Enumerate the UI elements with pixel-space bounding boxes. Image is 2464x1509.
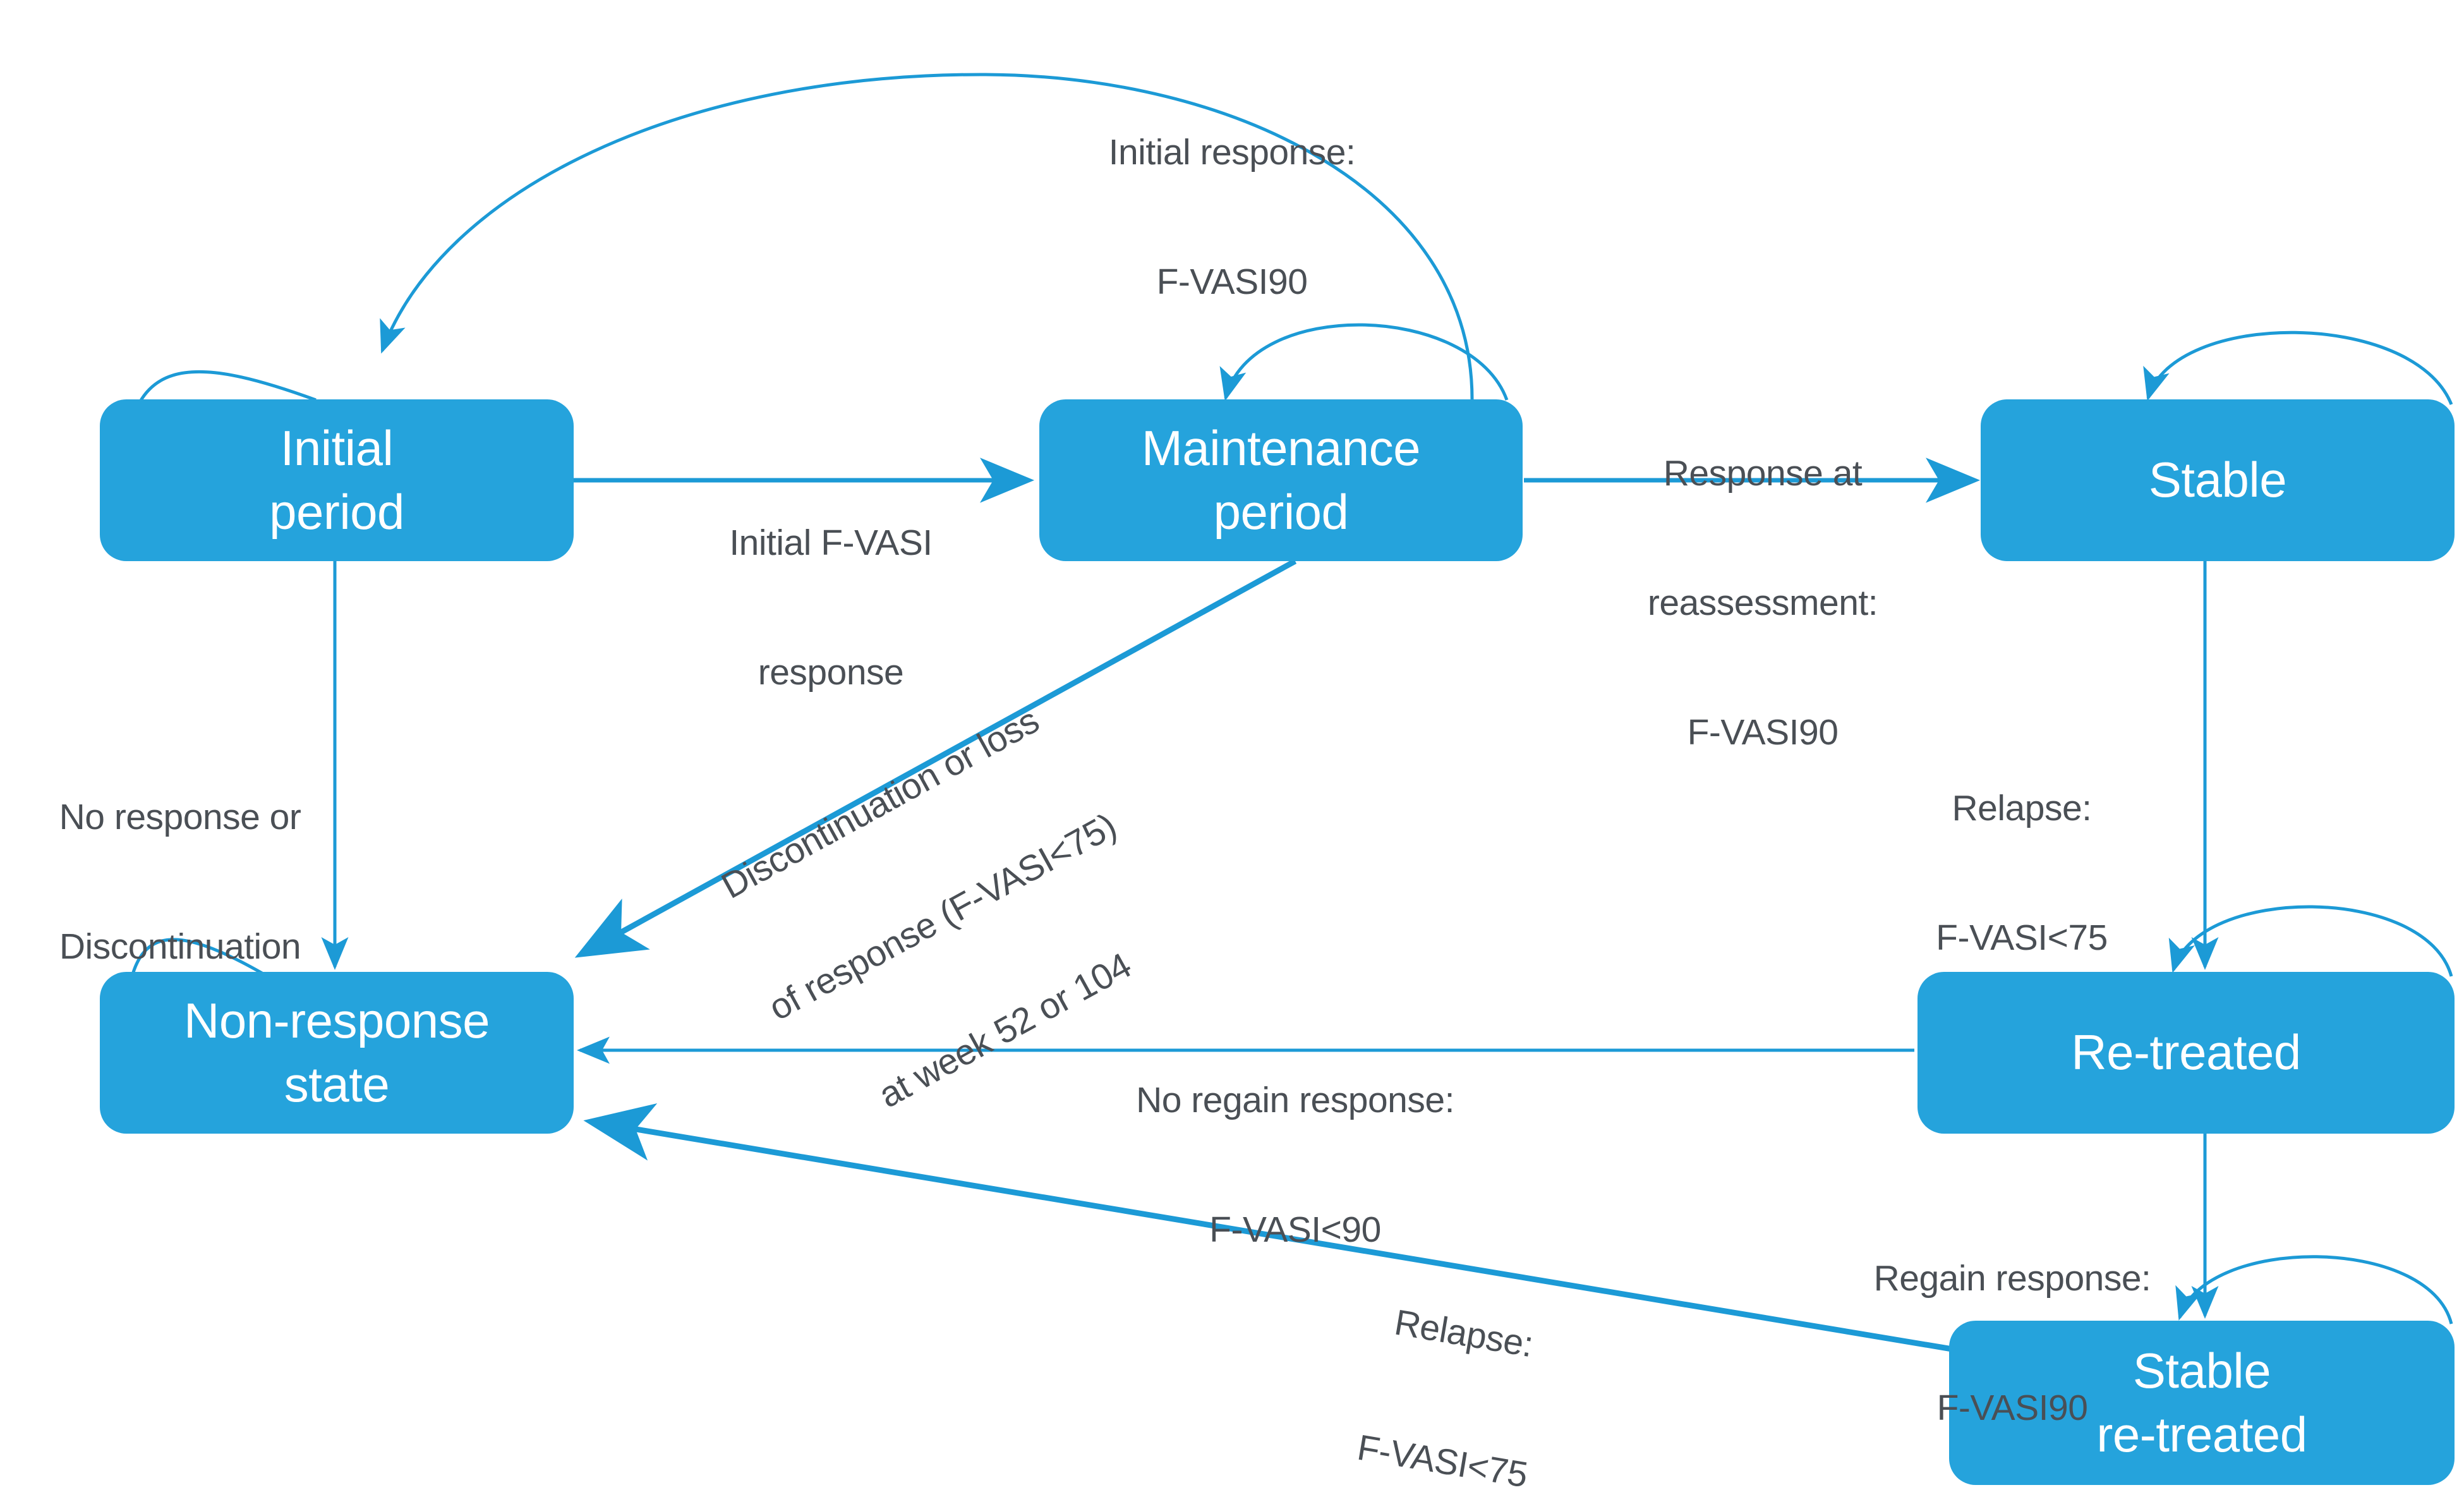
node-stable-line1: Stable xyxy=(2148,452,2287,508)
edge-label-initial-f-vasi-response: Initial F-VASI response xyxy=(729,522,933,693)
node-stable-re-treated[interactable]: Stable re-treated xyxy=(1949,1321,2455,1485)
node-maintenance-period[interactable]: Maintenance period xyxy=(1039,399,1523,561)
node-non-response-state-line2: state xyxy=(284,1057,390,1112)
edge-self-loop-stable-re-treated xyxy=(2175,1255,2453,1324)
edge-label-no-regain-response: No regain response: F-VASI<90 xyxy=(1136,1079,1454,1250)
node-initial-period-line1: Initial xyxy=(280,420,394,476)
edge-stable-re-treated-to-non-response xyxy=(583,1103,1953,1352)
edge-self-loop-re-treated xyxy=(2168,905,2453,977)
edge-label-no-response-or-discontinuation: No response or Discontinuation xyxy=(59,796,301,967)
edge-label-response-at-reassessment: Response at reassessment: F-VASI90 xyxy=(1647,452,1878,753)
node-non-response-state-line1: Non-response xyxy=(184,992,490,1048)
edge-label-initial-response: Initial response: F-VASI90 xyxy=(1108,131,1356,302)
edge-maintenance-to-non-response xyxy=(574,559,1297,958)
node-re-treated[interactable]: Re-treated xyxy=(1917,972,2455,1134)
edge-label-regain-response: Regain response: F-VASI90 xyxy=(1873,1258,2151,1428)
node-maintenance-period-line1: Maintenance xyxy=(1141,420,1421,476)
edge-label-relapse-stable: Relapse: F-VASI<75 xyxy=(1936,787,2108,958)
node-initial-period[interactable]: Initial period xyxy=(100,399,574,561)
node-initial-period-line2: period xyxy=(269,484,404,540)
node-stable-re-treated-line2: re-treated xyxy=(2096,1407,2307,1462)
edge-self-loop-stable xyxy=(2143,330,2453,405)
node-stable-re-treated-line1: Stable xyxy=(2132,1342,2271,1398)
edge-maintenance-to-initial xyxy=(380,73,1474,400)
edge-self-loop-maintenance-period xyxy=(1219,323,1509,401)
edge-label-relapse-stable-retreated: Relapse: F-VASI<75 xyxy=(1354,1302,1537,1496)
node-re-treated-line1: Re-treated xyxy=(2071,1024,2301,1081)
node-maintenance-period-line2: period xyxy=(1213,484,1349,540)
node-stable[interactable]: Stable xyxy=(1981,399,2455,561)
node-non-response-state[interactable]: Non-response state xyxy=(100,972,574,1134)
